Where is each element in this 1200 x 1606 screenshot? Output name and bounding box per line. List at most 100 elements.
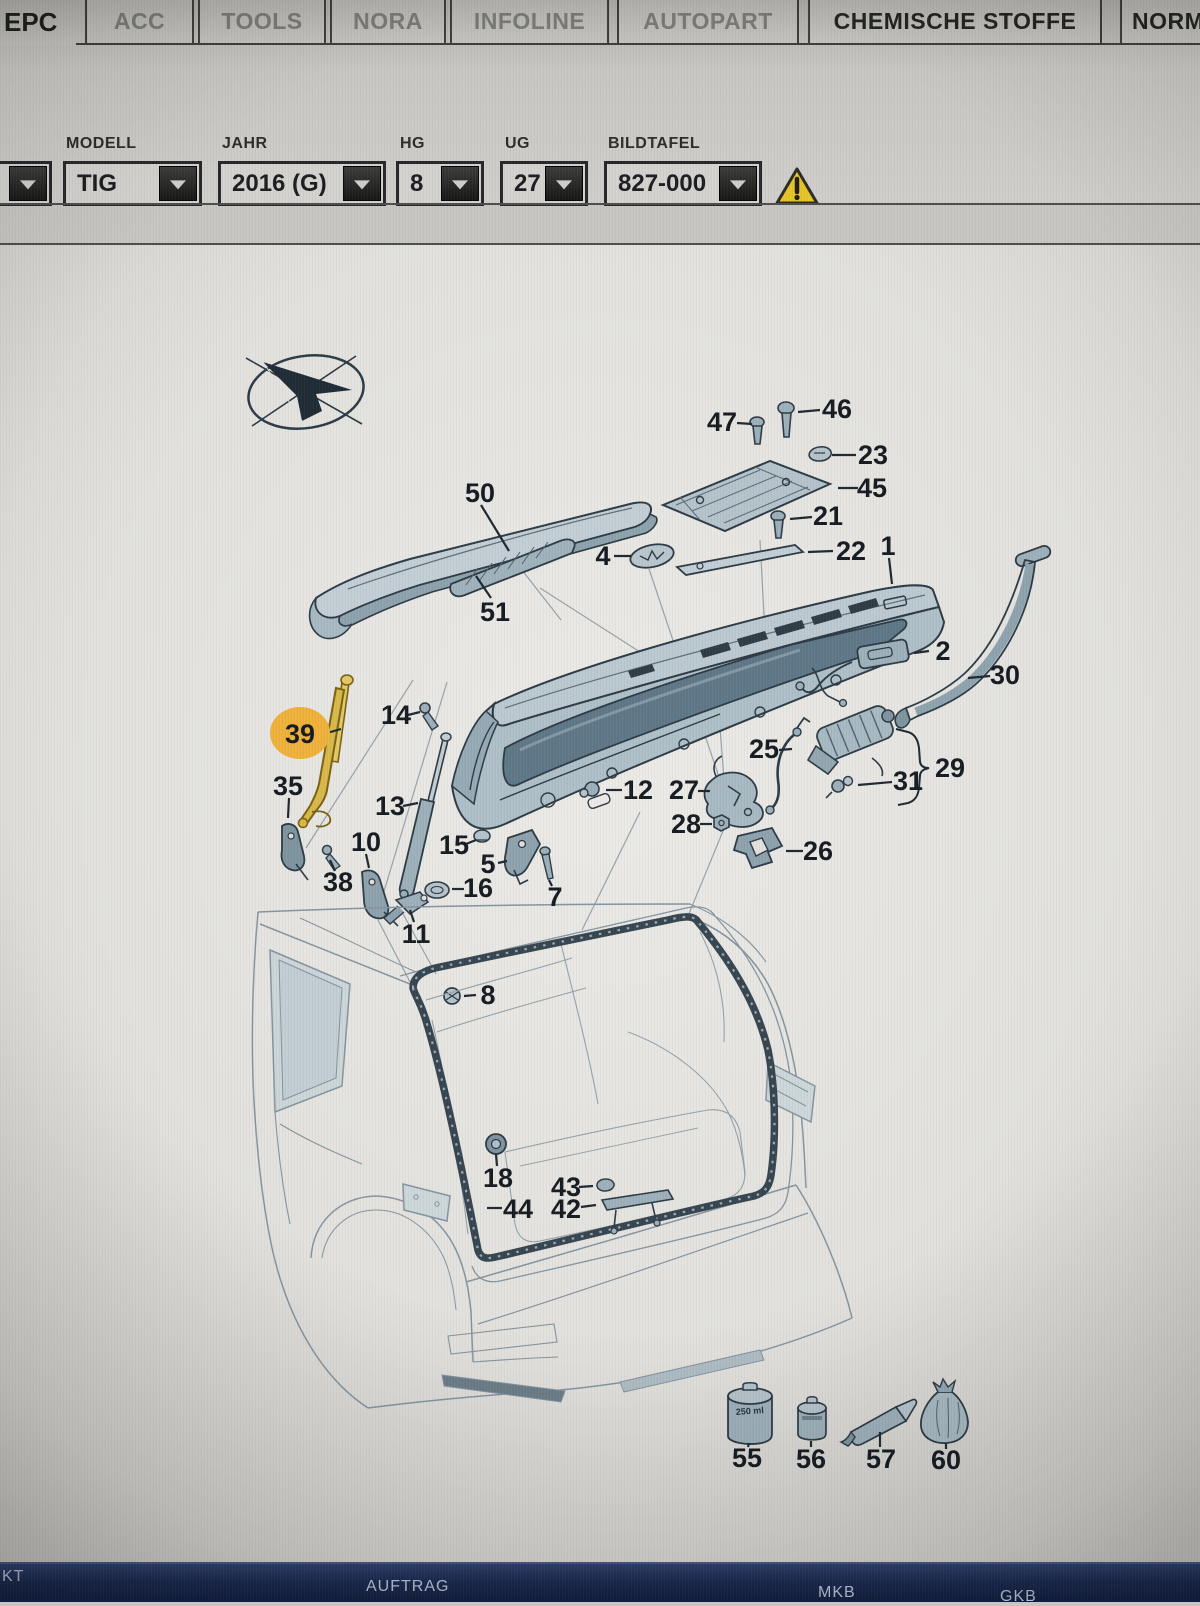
- part-bag-60: [920, 1377, 969, 1444]
- label-56[interactable]: 56: [796, 1444, 826, 1474]
- label-13[interactable]: 13: [375, 791, 405, 821]
- highlight-badge-39[interactable]: [270, 707, 330, 759]
- label-43[interactable]: 43: [551, 1172, 581, 1202]
- label-31[interactable]: 31: [893, 766, 923, 796]
- diagram-background: [0, 245, 1200, 1562]
- part-grommet-12: [579, 781, 600, 798]
- tab-bottom-line: [76, 43, 1200, 45]
- hg-combo[interactable]: 8: [396, 161, 484, 206]
- label-7[interactable]: 7: [547, 882, 562, 912]
- label-27[interactable]: 27: [669, 775, 699, 805]
- parts-diagram: 250 ml: [0, 245, 1200, 1562]
- part-hinge-5: [503, 828, 542, 886]
- label-46[interactable]: 46: [822, 394, 852, 424]
- tab-epc-label: EPC: [4, 7, 58, 37]
- label-51[interactable]: 51: [480, 597, 510, 627]
- label-16[interactable]: 16: [463, 873, 493, 903]
- bildtafel-combo[interactable]: 827-000: [604, 161, 762, 206]
- tab-chemische-stoffe[interactable]: CHEMISCHE STOFFE: [808, 0, 1102, 43]
- tab-epc[interactable]: EPC: [0, 0, 96, 45]
- status-gkb: GKB: [1000, 1588, 1037, 1605]
- jahr-combo[interactable]: 2016 (G): [218, 161, 386, 206]
- brace-29: [895, 728, 930, 806]
- tab-infoline[interactable]: INFOLINE: [450, 0, 609, 43]
- label-39[interactable]: 39: [285, 719, 315, 749]
- tab-bar: EPC ACC TOOLS NORA INFOLINE AUTOPART CHE…: [0, 0, 1200, 45]
- label-44[interactable]: 44: [503, 1194, 533, 1224]
- label-25[interactable]: 25: [749, 734, 779, 764]
- label-26[interactable]: 26: [803, 836, 833, 866]
- car-body: [251, 903, 853, 1409]
- label-10[interactable]: 10: [351, 827, 381, 857]
- label-2[interactable]: 2: [935, 636, 950, 666]
- tab-acc-label: ACC: [113, 8, 166, 34]
- tab-nora-label: NORA: [353, 8, 423, 34]
- separator-line-2: [0, 243, 1200, 245]
- leader-lines: [286, 408, 991, 1449]
- label-47[interactable]: 47: [707, 407, 737, 437]
- status-auftrag: AUFTRAG: [366, 1578, 450, 1595]
- part-clip-43: [596, 1178, 615, 1192]
- label-15[interactable]: 15: [439, 830, 469, 860]
- label-5[interactable]: 5: [480, 849, 495, 879]
- part-nut-28: [713, 814, 730, 832]
- tab-autopart[interactable]: AUTOPART: [617, 0, 799, 43]
- label-23[interactable]: 23: [858, 440, 888, 470]
- label-21[interactable]: 21: [813, 501, 843, 531]
- part-ball-stud-14: [419, 702, 439, 731]
- part-grommet-16: [424, 881, 450, 899]
- warning-triangle-icon[interactable]: [775, 166, 819, 206]
- label-8[interactable]: 8: [480, 980, 495, 1010]
- jahr-value: 2016 (G): [232, 169, 327, 197]
- canister-volume-label: 250 ml: [735, 1405, 764, 1417]
- label-55[interactable]: 55: [732, 1443, 762, 1473]
- part-pin-7: [539, 846, 554, 880]
- part-cap-8: [443, 987, 461, 1005]
- label-12[interactable]: 12: [623, 775, 653, 805]
- separator-line-1: [0, 203, 1200, 205]
- jahr-dropdown-icon[interactable]: [343, 166, 381, 201]
- label-11[interactable]: 11: [402, 919, 431, 949]
- ug-label: UG: [505, 135, 530, 152]
- part-lock-27: [703, 755, 764, 828]
- tab-acc[interactable]: ACC: [85, 0, 194, 43]
- edge-combo-dropdown-icon[interactable]: [9, 166, 47, 201]
- label-1[interactable]: 1: [880, 531, 895, 561]
- bildtafel-dropdown-icon[interactable]: [719, 166, 757, 201]
- part-bracket-35: [280, 823, 309, 881]
- label-28[interactable]: 28: [671, 809, 701, 839]
- part-lock-module: [806, 705, 895, 777]
- label-57[interactable]: 57: [866, 1444, 896, 1474]
- tab-norm-label: NORM: [1132, 8, 1200, 34]
- modell-combo[interactable]: TIG: [63, 161, 202, 206]
- hg-dropdown-icon[interactable]: [441, 166, 479, 201]
- modell-dropdown-icon[interactable]: [159, 166, 197, 201]
- tab-tools[interactable]: TOOLS: [198, 0, 326, 43]
- label-18[interactable]: 18: [483, 1163, 513, 1193]
- label-22[interactable]: 22: [836, 536, 866, 566]
- tab-norm[interactable]: NORM: [1120, 0, 1200, 43]
- hg-label: HG: [400, 135, 425, 152]
- part-clip-31: [825, 775, 854, 799]
- label-50[interactable]: 50: [465, 478, 495, 508]
- tab-tools-label: TOOLS: [221, 8, 303, 34]
- edge-combo[interactable]: [0, 161, 52, 206]
- brand-logo: [245, 354, 365, 430]
- label-38[interactable]: 38: [323, 867, 353, 897]
- tab-nora[interactable]: NORA: [330, 0, 446, 43]
- ug-dropdown-icon[interactable]: [545, 166, 583, 201]
- part-gas-strut-39-highlighted: [297, 674, 354, 829]
- ug-combo[interactable]: 27: [500, 161, 588, 206]
- label-29[interactable]: 29: [935, 753, 965, 783]
- label-14[interactable]: 14: [381, 700, 411, 730]
- label-42[interactable]: 42: [551, 1194, 581, 1224]
- part-latch-2: [795, 638, 910, 708]
- label-45[interactable]: 45: [857, 473, 887, 503]
- label-4[interactable]: 4: [595, 541, 610, 571]
- part-cap-15: [473, 829, 491, 843]
- label-35[interactable]: 35: [273, 771, 303, 801]
- label-60[interactable]: 60: [931, 1445, 961, 1475]
- tab-chemische-stoffe-label: CHEMISCHE STOFFE: [833, 8, 1077, 34]
- label-30[interactable]: 30: [990, 660, 1020, 690]
- status-kt: KT: [2, 1568, 25, 1585]
